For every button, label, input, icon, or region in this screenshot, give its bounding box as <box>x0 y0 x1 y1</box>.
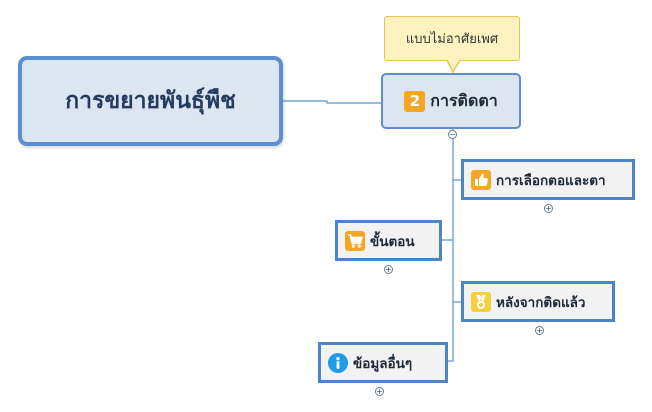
subtopic-other-info[interactable]: ข้อมูลอื่นๆ <box>318 342 448 383</box>
subtopic-label: หลังจากติดแล้ว <box>496 294 586 311</box>
subtopic-steps[interactable]: ขั้นตอน <box>335 220 442 261</box>
subtopic-select-stock-bud[interactable]: การเลือกตอและตา <box>461 159 635 200</box>
main-topic[interactable]: 2 การติดตา <box>381 73 521 129</box>
subtopic-label: การเลือกตอและตา <box>496 172 606 189</box>
collapse-toggle[interactable]: − <box>448 130 457 139</box>
callout-note[interactable]: แบบไม่อาศัยเพศ <box>384 16 520 61</box>
info-icon <box>328 352 348 373</box>
expand-toggle[interactable]: + <box>544 204 553 213</box>
expand-toggle[interactable]: + <box>535 326 544 335</box>
root-topic-label: การขยายพันธุ์พืช <box>65 88 236 114</box>
medal-icon <box>471 291 491 312</box>
priority-2-icon: 2 <box>404 90 426 112</box>
thumbs-up-icon <box>471 169 491 190</box>
main-to-children-trunk <box>448 129 454 362</box>
subtopic-after-budding[interactable]: หลังจากติดแล้ว <box>461 281 615 322</box>
main-topic-label: การติดตา <box>430 90 498 110</box>
callout-text: แบบไม่อาศัยเพศ <box>405 32 499 47</box>
subtopic-label: ข้อมูลอื่นๆ <box>353 355 413 372</box>
expand-toggle[interactable]: + <box>375 387 384 396</box>
callout-pointer <box>446 59 461 73</box>
subtopic-label: ขั้นตอน <box>370 233 415 250</box>
shopping-cart-icon <box>345 230 365 251</box>
root-to-main-connector <box>283 100 381 104</box>
expand-toggle[interactable]: + <box>384 265 393 274</box>
root-topic[interactable]: การขยายพันธุ์พืช <box>18 56 283 146</box>
